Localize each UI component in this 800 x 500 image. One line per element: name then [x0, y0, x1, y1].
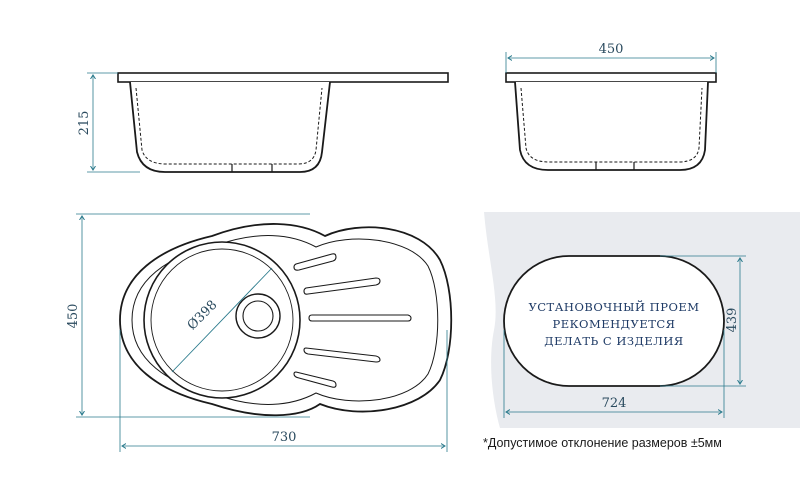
rib-5	[293, 371, 337, 388]
rib-4	[303, 347, 381, 363]
dimension-450-front: 450	[505, 42, 717, 73]
rib-1	[293, 253, 337, 271]
top-view: Ø398	[119, 223, 453, 417]
diameter-leader	[171, 267, 273, 373]
side-view-drain	[231, 164, 273, 172]
dimension-439: 439	[660, 255, 746, 387]
dimension-724: 724	[503, 330, 725, 418]
cutout-opening	[503, 255, 725, 387]
front-view-inner	[520, 87, 703, 163]
dimension-label-450-front: 450	[599, 42, 624, 57]
rib-3	[308, 314, 412, 322]
dimension-label-439: 439	[725, 308, 740, 333]
cutout-text-line1: УСТАНОВОЧНЫЙ ПРОЕМ	[528, 300, 699, 314]
cutout-text-line2: РЕКОМЕНДУЕТСЯ	[553, 317, 676, 331]
cutout-text-line3: ДЕЛАТЬ С ИЗДЕЛИЯ	[544, 334, 683, 348]
dimension-215: 215	[77, 72, 140, 173]
drain-outer	[235, 293, 281, 339]
side-view-bowl	[129, 81, 331, 173]
rib-2	[303, 277, 381, 295]
dimension-label-450-top: 450	[66, 304, 81, 329]
dimension-label-724: 724	[602, 396, 627, 411]
cutout-view: УСТАНОВОЧНЫЙ ПРОЕМ РЕКОМЕНДУЕТСЯ ДЕЛАТЬ …	[484, 212, 800, 428]
drain-inner	[242, 300, 274, 332]
side-view-rim	[117, 72, 449, 83]
dimension-label-215: 215	[77, 111, 92, 136]
front-view-drain	[595, 162, 635, 170]
dimension-label-730: 730	[272, 430, 297, 445]
front-view-rim	[505, 72, 717, 83]
front-view	[505, 72, 717, 171]
bowl-inner-circle	[150, 248, 294, 392]
front-view-bowl	[514, 81, 709, 171]
side-view	[117, 72, 449, 173]
dimension-450-top: 450	[66, 213, 310, 418]
drainboard-ribs	[293, 253, 412, 388]
dimension-730: 730	[119, 330, 448, 452]
top-view-inner-outline	[131, 235, 439, 405]
tolerance-footnote: *Допустимое отклонение размеров ±5мм	[483, 436, 722, 450]
